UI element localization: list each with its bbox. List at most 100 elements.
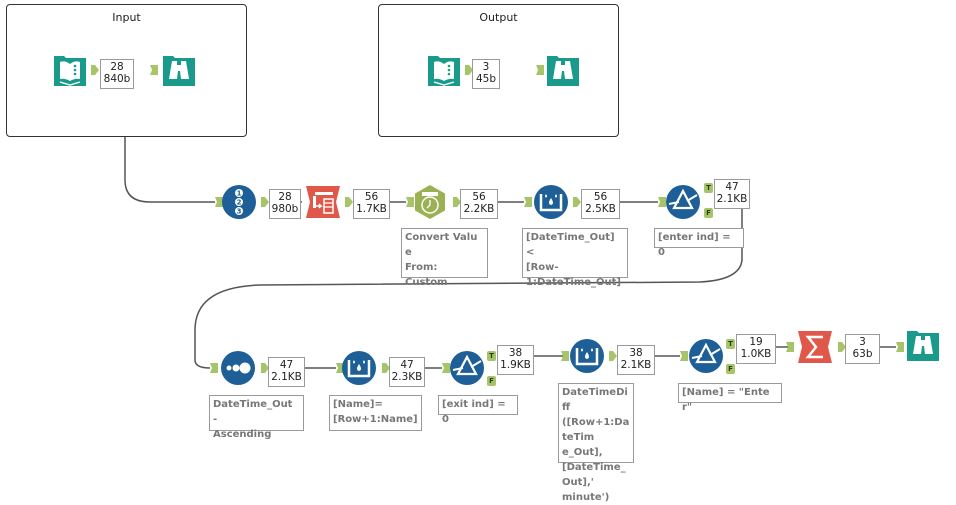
input-anchor[interactable] <box>524 197 532 207</box>
record-count-box: 19 1.0KB <box>736 334 776 364</box>
filter-tool[interactable] <box>449 350 485 386</box>
record-size: 2.1KB <box>271 371 302 383</box>
record-count-box: 28 840b <box>100 59 134 89</box>
record-count: 56 <box>364 191 379 203</box>
container-title: Input <box>112 11 141 24</box>
false-anchor[interactable]: F <box>704 208 713 218</box>
tool-annotation: Convert Value From: Custom <box>401 228 488 288</box>
record-size: 2.2KB <box>463 203 495 215</box>
record-count: 56 <box>593 191 608 203</box>
browse-tool[interactable] <box>161 52 197 88</box>
true-anchor[interactable]: T <box>487 351 496 361</box>
record-size: 2.5KB <box>585 203 616 215</box>
book-icon <box>52 52 88 88</box>
input-anchor[interactable] <box>210 363 218 373</box>
filter-icon <box>665 184 701 220</box>
container-title: Output <box>479 11 518 24</box>
input-data-tool[interactable] <box>52 52 88 88</box>
output-anchor[interactable] <box>91 65 99 75</box>
browse-tool[interactable] <box>905 327 941 363</box>
clock-icon <box>412 184 448 220</box>
record-count-box: 38 2.1KB <box>617 345 655 375</box>
record-size: 63b <box>852 348 873 360</box>
record-count-box: 47 2.1KB <box>714 179 750 209</box>
transpose-tool[interactable] <box>305 184 341 220</box>
filter-tool[interactable] <box>665 184 701 220</box>
tool-annotation: [DateTime_Out] < [Row- 1:DateTime_Out] <box>522 228 628 288</box>
input-anchor[interactable] <box>786 342 794 352</box>
record-id-tool[interactable] <box>221 184 257 220</box>
filter-icon <box>449 350 485 386</box>
record-size: 1.9KB <box>500 359 531 371</box>
browse-tool[interactable] <box>545 52 581 88</box>
multi-row-formula-icon <box>569 338 605 374</box>
record-size: 980b <box>271 203 299 215</box>
record-size: 2.1KB <box>620 359 652 371</box>
record-size: 1.7KB <box>356 203 387 215</box>
wire-input-to-recordid <box>124 88 215 203</box>
record-count: 28 <box>110 61 124 73</box>
sort-icon <box>220 350 256 386</box>
record-count-box: 3 63b <box>845 334 880 364</box>
record-size: 2.3KB <box>391 371 423 383</box>
record-count: 47 <box>400 359 414 371</box>
record-count: 3 <box>859 336 866 348</box>
record-count: 56 <box>472 191 486 203</box>
connection-wires <box>124 69 896 369</box>
multi-row-formula-tool[interactable] <box>569 338 605 374</box>
record-count-box: 56 2.5KB <box>581 189 620 219</box>
tool-annotation: [enter ind] = 0 <box>654 228 744 258</box>
record-count: 38 <box>508 347 523 359</box>
record-count-box: 47 2.3KB <box>389 357 425 387</box>
sigma-icon <box>797 329 833 365</box>
record-count: 28 <box>278 191 292 203</box>
summarize-tool[interactable] <box>797 329 833 365</box>
binoculars-icon <box>545 52 581 88</box>
tool-annotation: DateTimeDiff ([Row+1:DateTim e_Out], [Da… <box>558 383 634 503</box>
input-anchor[interactable] <box>150 65 158 75</box>
filter-icon <box>688 338 724 374</box>
record-size: 45b <box>475 73 497 85</box>
false-anchor[interactable]: F <box>726 364 735 374</box>
output-anchor[interactable] <box>609 351 617 361</box>
binoculars-icon <box>161 52 197 88</box>
record-size: 2.1KB <box>716 193 748 205</box>
tool-annotation: DateTime_Out - Ascending <box>209 395 304 440</box>
tool-annotation: [exit ind] = 0 <box>438 395 518 425</box>
input-anchor[interactable] <box>896 342 904 352</box>
book-icon <box>426 52 462 88</box>
record-id-icon <box>221 184 257 220</box>
record-count: 3 <box>482 61 490 73</box>
record-count-box: 3 45b <box>472 59 500 89</box>
input-data-tool[interactable] <box>426 52 462 88</box>
output-anchor[interactable] <box>573 197 581 207</box>
multi-row-formula-tool[interactable] <box>341 350 377 386</box>
output-anchor[interactable] <box>261 197 269 207</box>
multi-row-formula-tool[interactable] <box>533 184 569 220</box>
true-anchor[interactable]: T <box>704 183 713 193</box>
true-anchor[interactable]: T <box>726 339 735 349</box>
wire-filter1-sort <box>194 208 743 369</box>
input-anchor[interactable] <box>680 351 688 361</box>
tool-annotation: [Name] = "Enter" <box>678 383 782 413</box>
multi-row-formula-icon <box>341 350 377 386</box>
record-count: 47 <box>725 181 739 193</box>
record-count-box: 56 1.7KB <box>353 189 390 219</box>
record-count: 19 <box>749 336 763 348</box>
record-count-box: 56 2.2KB <box>460 189 498 219</box>
record-size: 1.0KB <box>740 348 772 360</box>
record-count: 38 <box>629 347 643 359</box>
input-anchor[interactable] <box>561 351 569 361</box>
input-anchor[interactable] <box>536 65 544 75</box>
output-anchor[interactable] <box>345 197 353 207</box>
sort-tool[interactable] <box>220 350 256 386</box>
record-count: 47 <box>279 359 294 371</box>
false-anchor[interactable]: F <box>487 376 496 386</box>
filter-tool[interactable] <box>688 338 724 374</box>
record-count-box: 47 2.1KB <box>268 357 305 387</box>
record-count-box: 38 1.9KB <box>497 345 534 375</box>
record-count-box: 28 980b <box>269 189 301 219</box>
datetime-tool[interactable] <box>412 184 448 220</box>
transpose-icon <box>305 184 341 220</box>
